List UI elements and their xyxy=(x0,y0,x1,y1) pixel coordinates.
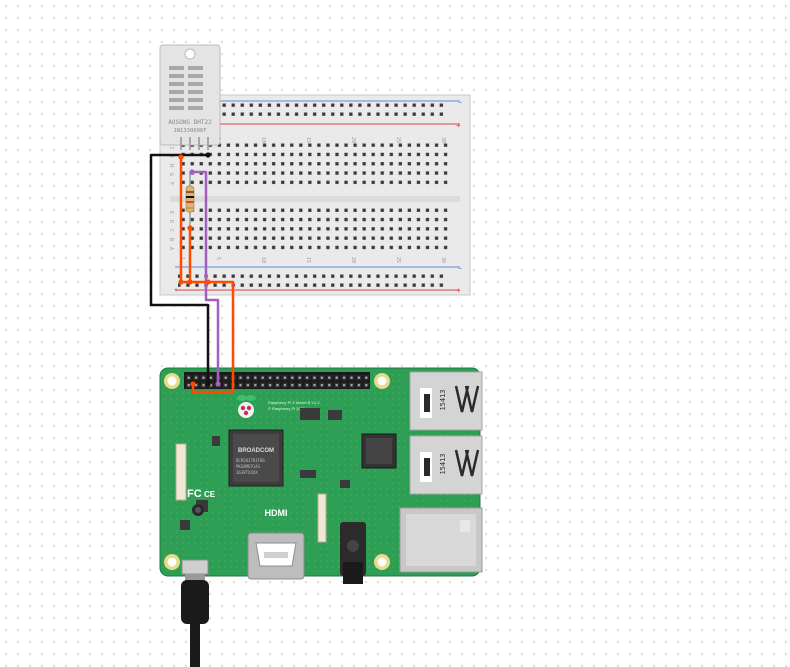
rail-plus-label: + xyxy=(456,121,461,130)
usb-power-cable xyxy=(181,574,209,667)
pi-copyright: © Raspberry Pi 2015 xyxy=(268,406,306,411)
rail-plus-label-left: + xyxy=(174,287,178,294)
row-letter: G xyxy=(168,173,174,176)
sensor-pins xyxy=(180,137,209,150)
row-letter: C xyxy=(168,229,174,232)
row-letter: E xyxy=(168,211,174,214)
mounting-holes xyxy=(164,373,390,570)
wire-endpoints xyxy=(178,152,221,387)
col-number-top: 10 xyxy=(260,137,266,143)
hdmi-port xyxy=(247,532,305,580)
micro-usb-port xyxy=(181,559,209,575)
wire-ground xyxy=(149,153,210,386)
sensor-brand: AOSONG DHT22 xyxy=(168,119,212,126)
soc-line: BCM2837RIFBG xyxy=(236,458,265,463)
display-connector xyxy=(175,443,187,501)
wire-power xyxy=(179,155,235,394)
terminal-strip-bottom xyxy=(179,206,451,253)
col-number-bottom: 30 xyxy=(440,257,446,263)
col-number-bottom: 25 xyxy=(395,257,401,263)
terminal-strip-top xyxy=(179,141,451,188)
resistor xyxy=(185,172,195,226)
usb-label: 15413 xyxy=(439,389,447,410)
sensor-grille xyxy=(169,66,203,110)
breadboard: − + − + + 1 5 10 15 20 25 30 1 5 10 15 2… xyxy=(159,94,471,296)
hdmi-label: HDMI xyxy=(265,508,288,518)
soc-brand: BROADCOM xyxy=(238,448,274,454)
col-number-top: 15 xyxy=(305,137,311,143)
col-number-bottom: 5 xyxy=(215,257,221,260)
usb-port-lower: 15413 xyxy=(409,435,483,495)
raspberry-pi-board: Raspberry Pi 3 Model B V1.2 © Raspberry … xyxy=(159,367,483,584)
col-number-top: 20 xyxy=(350,137,356,143)
broadcom-soc: BROADCOM BCM2837RIFBG PKG8MEP14G 1638TXX… xyxy=(228,429,284,487)
row-letter: B xyxy=(168,238,174,241)
fcc-label: FC xyxy=(187,488,202,500)
ce-label: CE xyxy=(204,490,216,499)
soc-line: 1638TXXXX xyxy=(236,470,258,475)
row-letter: I xyxy=(168,155,174,158)
soc-line: PKG8MEP14G xyxy=(236,464,261,469)
rail-plus-label-bottom: + xyxy=(456,286,461,295)
wires xyxy=(149,153,235,394)
row-letter: J xyxy=(168,146,174,149)
dht22-sensor: AOSONG DHT22 1N1330006F xyxy=(159,44,221,150)
row-letter: F xyxy=(168,182,174,185)
sensor-serial: 1N1330006F xyxy=(173,128,206,134)
row-letter: A xyxy=(168,247,174,250)
col-number-bottom: 20 xyxy=(350,257,356,263)
usb-port-upper: 15413 xyxy=(409,371,483,431)
rail-minus-label: − xyxy=(458,100,462,107)
row-letter: H xyxy=(168,164,174,167)
col-number-top: 30 xyxy=(440,137,446,143)
wire-data xyxy=(190,170,220,386)
ethernet-port xyxy=(399,507,483,573)
row-letter: D xyxy=(168,220,174,223)
camera-connector xyxy=(317,493,327,543)
col-number-bottom: 10 xyxy=(260,257,266,263)
top-power-rail xyxy=(220,103,445,121)
sensor-mount-hole xyxy=(184,48,196,60)
pi-model-text: Raspberry Pi 3 Model B V1.2 xyxy=(268,400,320,405)
rail-minus-label-bottom: − xyxy=(458,266,462,273)
col-number-top: 25 xyxy=(395,137,401,143)
usb-label: 15413 xyxy=(439,453,447,474)
bottom-power-rail xyxy=(178,269,444,287)
raspberry-logo-icon xyxy=(237,395,256,418)
col-number-bottom: 15 xyxy=(305,257,311,263)
audio-jack xyxy=(340,522,366,584)
